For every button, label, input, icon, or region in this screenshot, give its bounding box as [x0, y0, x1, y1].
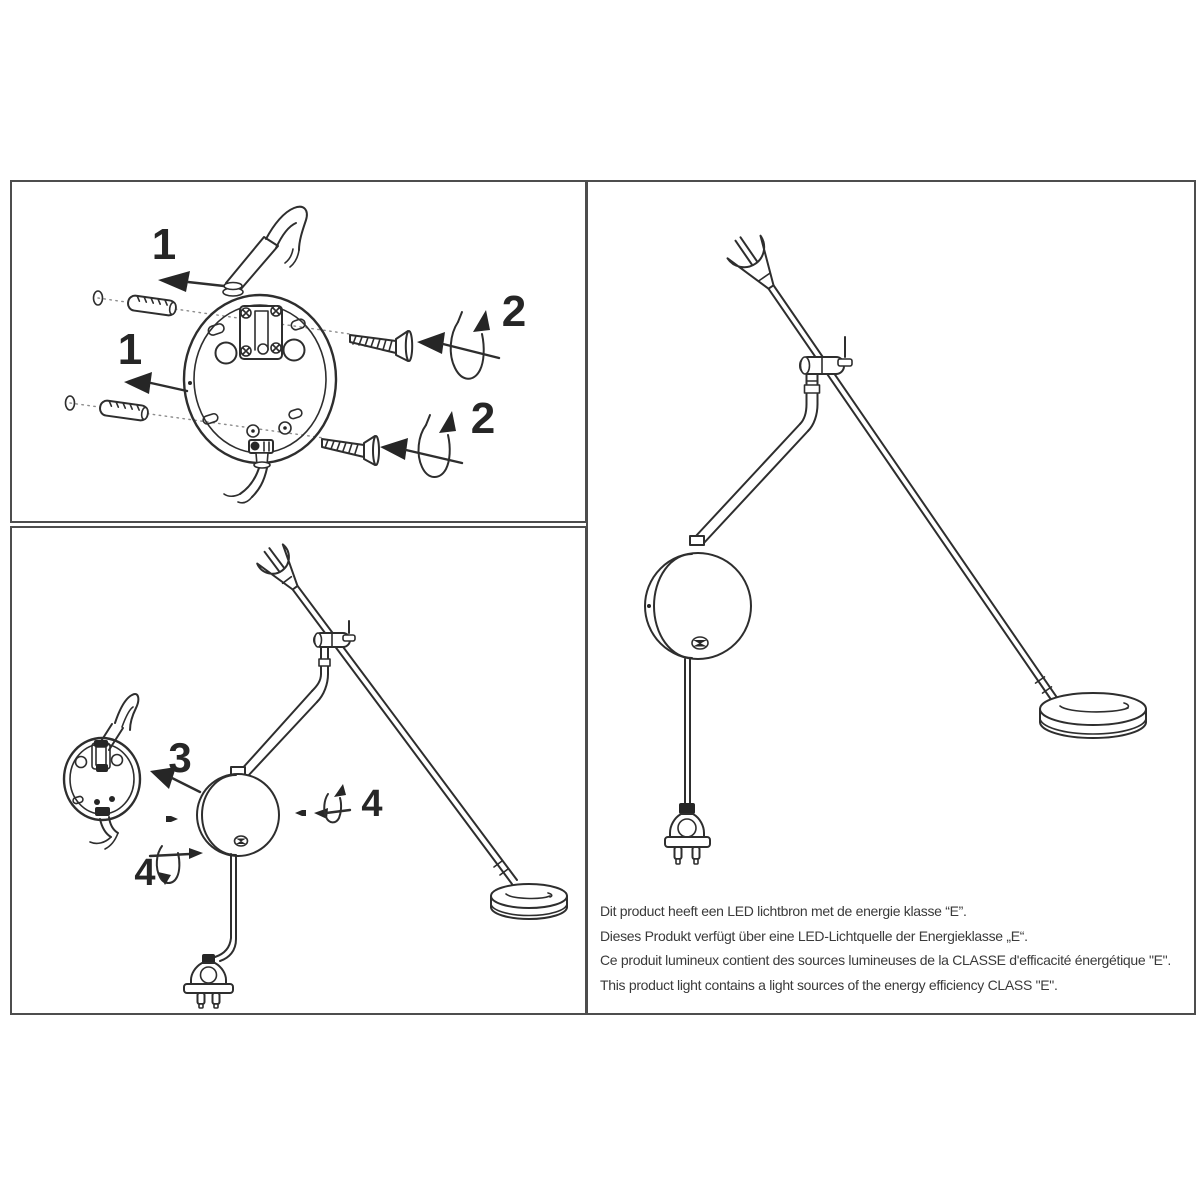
power-cord — [684, 658, 691, 804]
switch-toggle — [233, 835, 249, 847]
note-line-english: This product light contains a light sour… — [600, 976, 1058, 993]
counterweight — [256, 543, 299, 591]
rotation-arrow-lower — [417, 411, 456, 478]
step-label-4-left: 4 — [134, 852, 155, 894]
plate-bottom-clamp — [223, 439, 274, 504]
wall-plate-small — [62, 693, 142, 850]
power-cord — [214, 853, 237, 962]
note-line-dutch: Dit product heeft een LED lichtbron met … — [600, 903, 967, 919]
counterweight — [726, 234, 775, 290]
pivot-joint — [311, 620, 356, 703]
rotation-arrow-step-4-right — [314, 784, 352, 824]
note-line-german: Dieses Produkt verfügt über eine LED-Lic… — [600, 927, 1028, 944]
arrow-step-1-bottom — [124, 372, 189, 394]
canopy-arm — [239, 690, 318, 778]
lamp-head — [1034, 676, 1147, 739]
rotation-arrow-upper — [449, 310, 490, 380]
step-label-2-top: 2 — [502, 287, 526, 336]
wall-mounting-plate — [182, 205, 338, 504]
attachment-illustration: 3 — [62, 543, 568, 1009]
plate-top-arm — [222, 205, 308, 297]
lamp-canopy — [644, 535, 752, 660]
lamp-canopy — [196, 766, 280, 857]
note-line-french: Ce produit lumineux contient des sources… — [600, 952, 1171, 968]
energy-class-notes: Dit product heeft een LED lichtbron met … — [600, 899, 1190, 997]
set-screw-left — [166, 816, 178, 822]
balance-rod — [734, 236, 1058, 702]
mounting-screw-upper — [349, 330, 414, 362]
arrow-step-3 — [150, 767, 202, 794]
mounting-illustration: 1 1 2 — [64, 205, 526, 504]
step-label-2-bottom: 2 — [471, 394, 495, 443]
assembled-lamp-illustration — [644, 234, 1147, 865]
rotation-arrow-step-4-left — [148, 845, 203, 885]
pivot-joint — [799, 336, 853, 432]
arrow-step-2-bottom — [380, 438, 464, 465]
panel-wall-plate-mounting: 1 1 2 — [10, 180, 587, 523]
balance-rod — [263, 547, 518, 885]
mounting-screw-lower — [321, 435, 380, 466]
power-plug — [183, 954, 234, 1009]
canopy-arm — [694, 423, 809, 545]
plate-holes — [202, 318, 306, 438]
step-label-1-bottom: 1 — [118, 325, 142, 374]
power-plug — [664, 803, 711, 865]
panel-lamp-attachment: 3 — [10, 526, 587, 1015]
arrow-step-1-top — [158, 271, 226, 292]
arrow-step-2-top — [417, 332, 501, 360]
switch-toggle — [691, 636, 709, 650]
panel-assembled-lamp: Dit product heeft een LED lichtbron met … — [586, 180, 1196, 1015]
step-label-1-top: 1 — [152, 220, 176, 269]
wall-plug-upper — [92, 290, 177, 317]
step-label-4-right: 4 — [361, 783, 382, 825]
plate-bracket — [239, 305, 283, 360]
lamp-head — [490, 860, 568, 920]
set-screw-right — [295, 810, 306, 816]
wall-plug-lower — [64, 395, 149, 422]
